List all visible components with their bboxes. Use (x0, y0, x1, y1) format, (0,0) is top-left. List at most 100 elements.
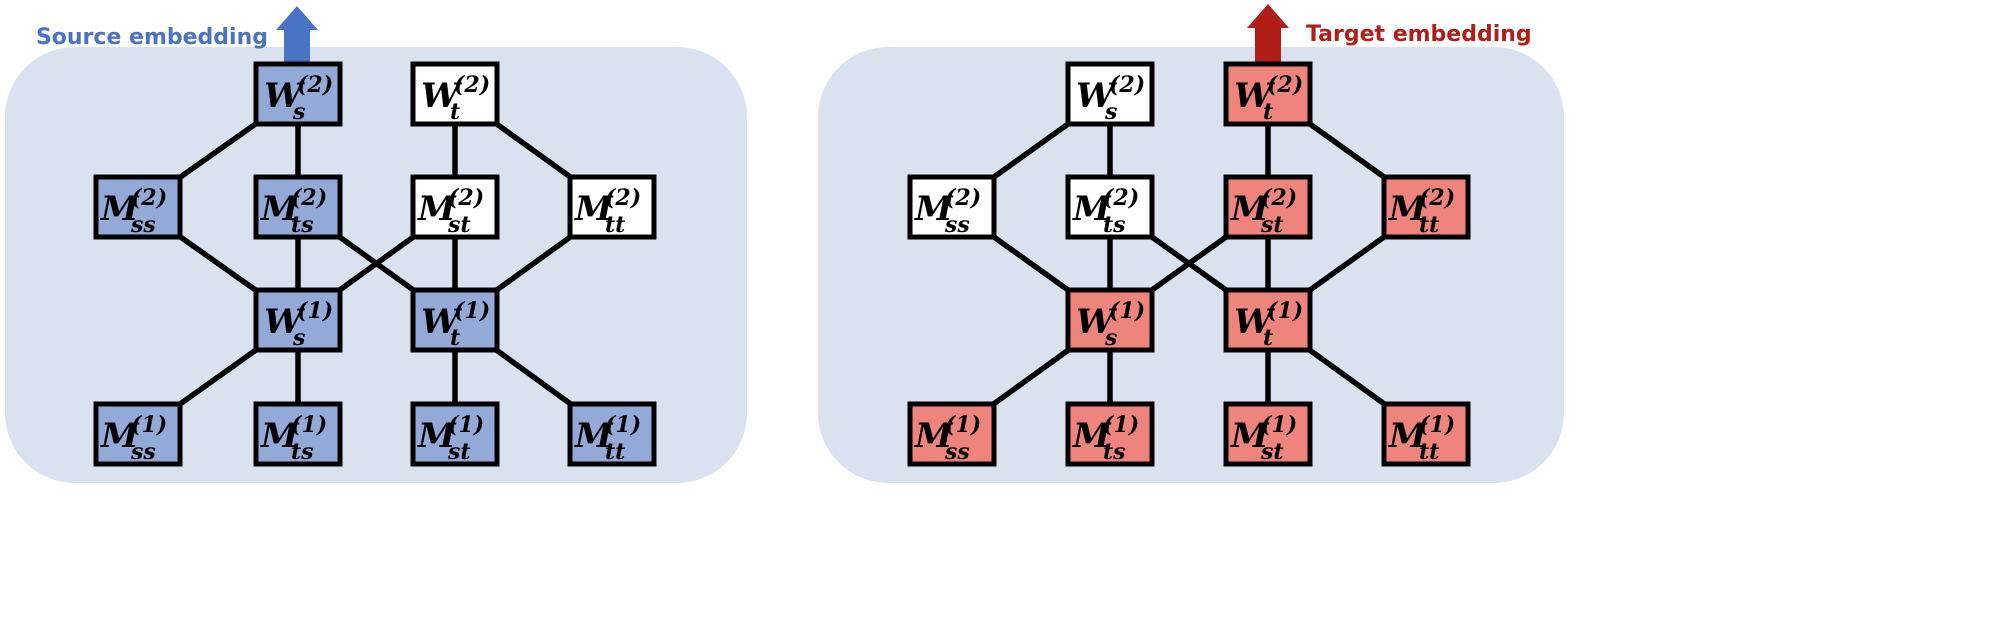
node-subscript: ss (130, 212, 156, 238)
node-superscript: (2) (1261, 185, 1297, 211)
node-superscript: (1) (291, 412, 327, 438)
node-subscript: tt (1419, 212, 1439, 238)
node-symbol: M (1388, 189, 1428, 229)
node-box (93, 174, 183, 240)
target-output-arrow-icon (1247, 4, 1289, 62)
node-box (1065, 61, 1155, 127)
node-symbol: W (1234, 302, 1275, 342)
node-symbol: M (1230, 189, 1270, 229)
node-superscript: (1) (448, 412, 484, 438)
node-box (1223, 287, 1313, 353)
node-superscript: (2) (291, 185, 327, 211)
target-node-W2s: W(2)s (1065, 61, 1155, 127)
source-node-M1ts: M(1)ts (253, 401, 343, 467)
node-subscript: t (1263, 99, 1273, 125)
node-superscript: (1) (605, 412, 641, 438)
target-node-W1t: W(1)t (1223, 287, 1313, 353)
source-node-M2tt: M(2)tt (567, 174, 657, 240)
node-superscript: (1) (131, 412, 167, 438)
node-box (1065, 287, 1155, 353)
target-node-M2ts: M(2)ts (1065, 174, 1155, 240)
node-symbol: W (421, 302, 462, 342)
node-symbol: W (1076, 302, 1117, 342)
node-symbol: M (914, 416, 954, 456)
node-subscript: st (1260, 212, 1284, 238)
node-box (253, 174, 343, 240)
node-superscript: (1) (945, 412, 981, 438)
node-superscript: (2) (297, 72, 333, 98)
node-subscript: s (292, 325, 305, 351)
node-superscript: (1) (454, 298, 490, 324)
node-box (1223, 61, 1313, 127)
source-node-W1t: W(1)t (410, 287, 500, 353)
node-symbol: W (264, 302, 305, 342)
node-subscript: ss (944, 212, 970, 238)
node-symbol: M (100, 416, 140, 456)
node-superscript: (2) (448, 185, 484, 211)
node-symbol: W (264, 76, 305, 116)
node-subscript: t (450, 99, 460, 125)
node-box (253, 401, 343, 467)
target-node-W1s: W(1)s (1065, 287, 1155, 353)
node-subscript: t (450, 325, 460, 351)
node-subscript: tt (1419, 439, 1439, 465)
node-box (907, 401, 997, 467)
node-subscript: s (1104, 325, 1117, 351)
node-superscript: (1) (1261, 412, 1297, 438)
node-box (410, 61, 500, 127)
source-node-M2ss: M(2)ss (93, 174, 183, 240)
node-box (410, 174, 500, 240)
node-subscript: st (1260, 439, 1284, 465)
node-superscript: (2) (1419, 185, 1455, 211)
node-symbol: M (100, 189, 140, 229)
node-box (567, 401, 657, 467)
node-symbol: W (1234, 76, 1275, 116)
node-superscript: (1) (1419, 412, 1455, 438)
node-subscript: st (447, 212, 471, 238)
node-symbol: M (260, 189, 300, 229)
node-box (253, 61, 343, 127)
node-superscript: (2) (945, 185, 981, 211)
source-node-W2t: W(2)t (410, 61, 500, 127)
node-subscript: tt (605, 212, 625, 238)
node-subscript: ss (130, 439, 156, 465)
node-superscript: (2) (131, 185, 167, 211)
target-caption: Target embedding (1306, 22, 1532, 47)
node-symbol: M (1230, 416, 1270, 456)
node-box (567, 174, 657, 240)
node-box (1065, 401, 1155, 467)
node-box (410, 401, 500, 467)
node-symbol: M (1072, 189, 1112, 229)
node-superscript: (1) (1267, 298, 1303, 324)
node-subscript: ts (1103, 439, 1126, 465)
node-symbol: M (574, 189, 614, 229)
node-subscript: ss (944, 439, 970, 465)
node-symbol: M (260, 416, 300, 456)
target-node-M1ts: M(1)ts (1065, 401, 1155, 467)
node-symbol: M (417, 416, 457, 456)
node-box (1223, 401, 1313, 467)
node-subscript: st (447, 439, 471, 465)
node-box (1381, 401, 1471, 467)
node-subscript: t (1263, 325, 1273, 351)
node-symbol: M (417, 189, 457, 229)
node-superscript: (2) (605, 185, 641, 211)
source-node-M1st: M(1)st (410, 401, 500, 467)
node-superscript: (1) (1109, 298, 1145, 324)
node-box (907, 174, 997, 240)
node-superscript: (1) (1103, 412, 1139, 438)
node-subscript: ts (291, 212, 314, 238)
node-subscript: s (292, 99, 305, 125)
source-node-M2ts: M(2)ts (253, 174, 343, 240)
node-superscript: (2) (1103, 185, 1139, 211)
source-node-M1tt: M(1)tt (567, 401, 657, 467)
node-box (93, 401, 183, 467)
target-node-M1tt: M(1)tt (1381, 401, 1471, 467)
node-subscript: ts (291, 439, 314, 465)
node-superscript: (1) (297, 298, 333, 324)
target-node-M1st: M(1)st (1223, 401, 1313, 467)
node-symbol: M (574, 416, 614, 456)
node-symbol: M (1388, 416, 1428, 456)
